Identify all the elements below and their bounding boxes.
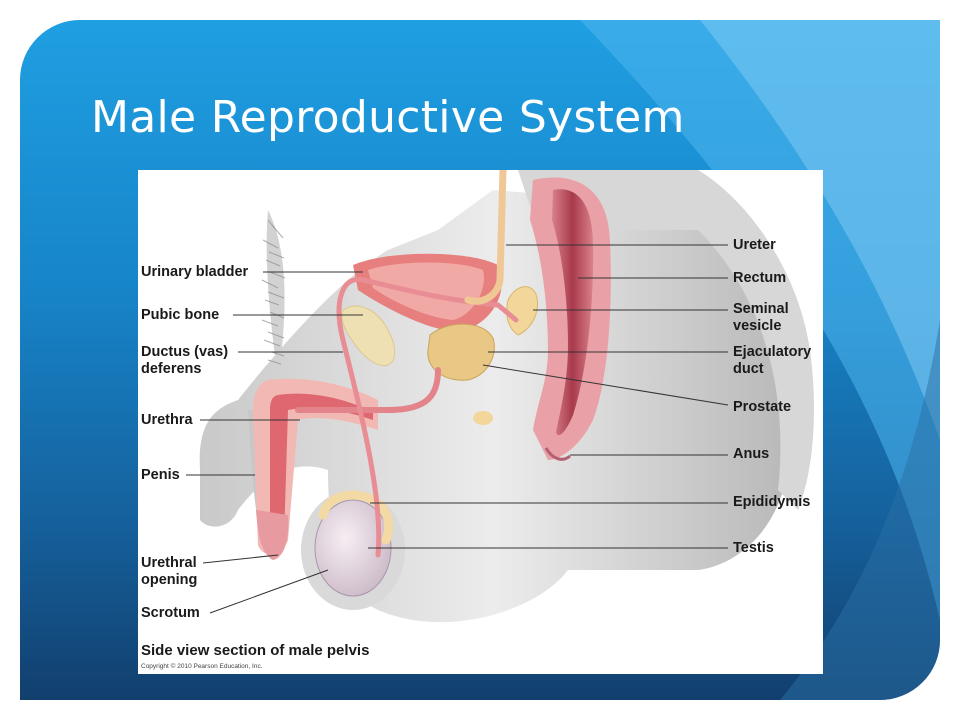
slide: Male Reproductive System	[20, 20, 940, 700]
label-prostate: Prostate	[733, 399, 792, 415]
urethra	[295, 367, 441, 413]
label-testis: Testis	[733, 540, 774, 556]
seminal-vesicle	[506, 286, 538, 336]
label-anus: Anus	[733, 446, 770, 462]
epididymis	[318, 490, 394, 545]
label-urinary-bladder: Urinary bladder	[141, 264, 249, 280]
diagram-caption: Side view section of male pelvis	[141, 642, 370, 659]
label-ureter: Ureter	[733, 237, 776, 253]
label-urethral-opening: Urethral opening	[141, 555, 198, 588]
bulbourethral	[473, 411, 493, 425]
label-pubic-bone: Pubic bone	[141, 307, 220, 323]
pubic-bone	[341, 305, 396, 367]
leader-lines	[186, 244, 729, 614]
anus	[544, 447, 571, 461]
label-penis: Penis	[141, 467, 180, 483]
label-urethra: Urethra	[141, 412, 193, 428]
copyright-notice: Copyright © 2010 Pearson Education, Inc.	[141, 663, 263, 670]
label-scrotum: Scrotum	[141, 605, 200, 621]
ductus-deferens	[336, 276, 519, 558]
anatomy-diagram: Urinary bladder Pubic bone Ductus (vas) …	[138, 170, 823, 674]
ureter	[464, 170, 507, 305]
slide-title: Male Reproductive System	[91, 92, 685, 143]
slide-background-swoosh	[580, 20, 940, 700]
label-rectum: Rectum	[733, 270, 787, 286]
rectum	[530, 177, 611, 460]
pubic-hair	[261, 219, 286, 365]
label-epididymis: Epididymis	[733, 494, 811, 510]
pelvis-illustration	[186, 170, 814, 623]
label-ductus-deferens: Ductus (vas) deferens	[141, 344, 229, 377]
label-ejaculatory-duct: Ejaculatory duct	[733, 344, 812, 377]
label-seminal-vesicle: Seminal vesicle	[733, 301, 789, 334]
